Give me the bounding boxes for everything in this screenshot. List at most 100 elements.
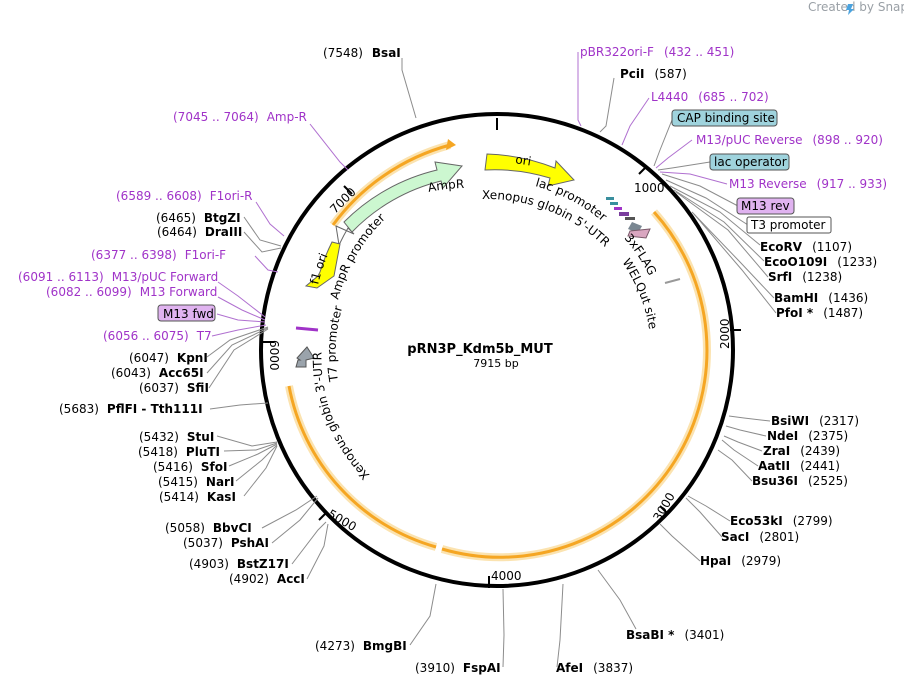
acc65i-pos: (6043) — [111, 366, 151, 380]
ecorv-pos: (1107) — [812, 240, 852, 254]
svg-text:(7548)BsaI: (7548)BsaI — [323, 46, 401, 60]
svg-text:BsiWI(2317): BsiWI(2317) — [771, 414, 859, 428]
pbr322ori-f-label: pBR322ori-F — [580, 45, 654, 59]
feature-labels: ori AmpR AmpR promoter f1 ori lac promot… — [307, 152, 660, 482]
bmgbi-label: BmgBI — [363, 639, 407, 653]
f1ori-arrow — [304, 241, 341, 289]
ecoo109i-pos: (1233) — [837, 255, 877, 269]
srfi-label: SrfI — [768, 270, 792, 284]
pfoi-label: PfoI * — [776, 306, 814, 320]
svg-text:(5058)BbvCI: (5058) BbvCI — [165, 521, 252, 535]
svg-text:(6043)Acc65I: (6043) Acc65I — [111, 366, 204, 380]
pcii-pos: (587) — [655, 67, 687, 81]
m13puc-fwd-label: M13/pUC Forward — [112, 270, 219, 284]
t3-promoter-box — [746, 216, 832, 234]
svg-text:SrfI(1238): SrfI(1238) — [768, 270, 842, 284]
orf-arc — [441, 210, 709, 559]
svg-text:AfeI(3837): AfeI(3837) — [556, 661, 633, 675]
saci-pos: (2801) — [759, 530, 799, 544]
t3-promoter-label: T3 promoter — [750, 218, 826, 232]
pfoi-pos: (1487) — [823, 306, 863, 320]
l4440-label: L4440 — [651, 90, 688, 104]
svg-text:SacI(2801): SacI(2801) — [721, 530, 799, 544]
backbone-circle — [259, 112, 735, 588]
svg-text:PciI(587): PciI (587) — [620, 67, 687, 81]
svg-text:(5418)PluTI: (5418)PluTI — [138, 445, 220, 459]
svg-text:(4273)BmgBI: (4273)BmgBI — [315, 639, 407, 653]
ecorv-label: EcoRV — [760, 240, 803, 254]
svg-text:HpaI(2979): HpaI (2979) — [700, 554, 781, 568]
btgzi-label: BtgZI — [204, 211, 241, 225]
m13-fwd-range: (6082 .. 6099) — [46, 285, 132, 299]
ori-label: ori — [515, 152, 533, 168]
xeno5-label: Xenopus globin 5'-UTR — [482, 188, 613, 249]
bbvci-pos: (5058) — [165, 521, 205, 535]
pflfi-pos: (5683) — [59, 402, 99, 416]
tick-1000: 1000 — [634, 181, 665, 195]
m13-fwd-box — [157, 304, 216, 322]
draiii-pos: (6464) — [157, 225, 197, 239]
svg-text:(6465)BtgZI: (6465)BtgZI — [156, 211, 241, 225]
svg-text:Eco53kI(2799): Eco53kI(2799) — [730, 514, 833, 528]
fspai-pos: (3910) — [415, 661, 455, 675]
m13fwd-marker — [295, 326, 319, 332]
l4440-range: (685 .. 702) — [698, 90, 768, 104]
acci-label: AccI — [277, 572, 305, 586]
m13-rev-box — [736, 197, 795, 215]
nari-label: NarI — [206, 475, 235, 489]
svg-text:ZraI(2439): ZraI(2439) — [763, 444, 840, 458]
f1ori-f-range: (6377 .. 6398) — [91, 248, 177, 262]
ampr-primer-range: (7045 .. 7064) — [173, 110, 259, 124]
acc65i-label: Acc65I — [159, 366, 204, 380]
mcs-cluster — [606, 197, 651, 239]
ori-arrow — [484, 153, 575, 187]
m13puc-rev-label: M13/pUC Reverse — [696, 133, 803, 147]
m13puc-fwd-range: (6091 .. 6113) — [18, 270, 104, 284]
pluti-pos: (5418) — [138, 445, 178, 459]
svg-text:M13 Reverse(917 .. 933): M13 Reverse (917 .. 933) — [729, 177, 887, 191]
plasmid-name: pRN3P_Kdm5b_MUT — [407, 342, 553, 357]
bstz17i-label: BstZ17I — [237, 557, 289, 571]
svg-text:(4902)AccI: (4902)AccI — [229, 572, 305, 586]
svg-text:(6464)DraIII: (6464)DraIII — [157, 225, 242, 239]
pshai-pos: (5037) — [183, 536, 223, 550]
svg-text:(5415)NarI: (5415)NarI — [158, 475, 234, 489]
svg-text:BamHI(1436): BamHI(1436) — [774, 291, 868, 305]
sfoi-label: SfoI — [201, 460, 228, 474]
eco53ki-pos: (2799) — [793, 514, 833, 528]
bstz17i-pos: (4903) — [189, 557, 229, 571]
m13-rev-primer-range: (917 .. 933) — [817, 177, 887, 191]
orf-arc-left — [287, 385, 437, 549]
f1ori-r-label: F1ori-R — [210, 189, 253, 203]
hpai-label: HpaI — [700, 554, 731, 568]
svg-text:(5037)PshAI: (5037) PshAI — [183, 536, 269, 550]
svg-text:BsaBI *(3401): BsaBI *(3401) — [626, 628, 724, 642]
m13-fwd-label: M13 Forward — [140, 285, 218, 299]
m13-rev-primer-label: M13 Reverse — [729, 177, 807, 191]
plasmid-length: 7915 bp — [473, 357, 518, 370]
pcii-label: PciI — [620, 67, 645, 81]
aatii-pos: (2441) — [800, 459, 840, 473]
hpai-pos: (2979) — [741, 554, 781, 568]
tick-4000: 4000 — [491, 569, 522, 583]
pshai-label: PshAI — [231, 536, 269, 550]
svg-text:EcoRV(1107): EcoRV (1107) — [760, 240, 852, 254]
bsabi-pos: (3401) — [684, 628, 724, 642]
bbvci-label: BbvCI — [213, 521, 252, 535]
tick-2000: 2000 — [718, 318, 732, 349]
svg-text:(6377 .. 6398)F1ori-F: (6377 .. 6398)F1ori-F — [91, 248, 226, 262]
svg-text:(5432)StuI: (5432)StuI — [139, 430, 214, 444]
right-leaders — [577, 52, 777, 562]
snapgene-credit-text: Created by SnapGene — [808, 0, 904, 14]
snapgene-credit: Created by SnapGene — [808, 0, 904, 15]
ampr-orf-arc — [331, 143, 451, 226]
kpni-pos: (6047) — [129, 351, 169, 365]
svg-text:(3910)FspAI: (3910)FspAI — [415, 661, 501, 675]
wel-marker — [664, 278, 681, 284]
zrai-label: ZraI — [763, 444, 790, 458]
afei-label: AfeI — [556, 661, 583, 675]
t7-label: T7 promoter — [325, 304, 346, 383]
ampr-promoter-arrow — [335, 225, 355, 247]
left-leaders — [206, 58, 637, 668]
